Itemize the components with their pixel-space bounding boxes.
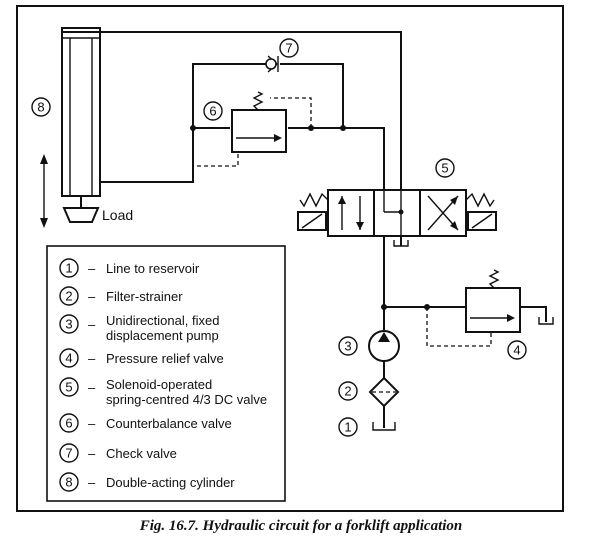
svg-text:7: 7: [65, 446, 72, 461]
svg-text:–: –: [88, 289, 96, 304]
svg-text:Pressure relief valve: Pressure relief valve: [106, 351, 224, 366]
svg-text:3: 3: [65, 317, 72, 332]
callout-number-5: 5: [441, 161, 448, 176]
line-cylinder-cap: [62, 31, 402, 190]
line-counterbalance-out: [288, 127, 385, 190]
svg-text:displacement pump: displacement pump: [106, 328, 219, 343]
legend: 1 – Line to reservoir 2 – Filter-straine…: [46, 245, 286, 502]
check-bypass-right: [280, 63, 344, 128]
svg-text:5: 5: [65, 380, 72, 395]
legend-item: 3 – Unidirectional, fixed displacement p…: [59, 313, 219, 343]
motion-arrow-icon: [40, 154, 48, 228]
svg-text:Filter-strainer: Filter-strainer: [106, 289, 183, 304]
check-valve: [260, 55, 279, 73]
svg-text:–: –: [88, 351, 96, 366]
svg-text:–: –: [88, 475, 96, 490]
diagram-frame: [16, 5, 564, 512]
check-bypass-left: [192, 63, 260, 128]
fixed-displacement-pump: [368, 330, 400, 378]
svg-text:Solenoid-operated: Solenoid-operated: [106, 377, 212, 392]
svg-text:6: 6: [65, 416, 72, 431]
svg-text:–: –: [88, 416, 96, 431]
callout-circle-4: [507, 340, 527, 360]
callout-number-8: 8: [37, 100, 44, 115]
counterbalance-valve: [192, 91, 312, 167]
svg-text:Double-acting cylinder: Double-acting cylinder: [106, 475, 235, 490]
callout-circle-8: [31, 97, 51, 117]
double-acting-cylinder: [40, 27, 101, 228]
callout-circle-7: [279, 38, 299, 58]
callout-circle-3: [338, 336, 358, 356]
legend-item: 5 – Solenoid-operated spring-centred 4/3…: [59, 377, 267, 407]
callout-number-7: 7: [285, 41, 292, 56]
svg-text:–: –: [88, 261, 96, 276]
figure-caption: Fig. 16.7. Hydraulic circuit for a forkl…: [139, 518, 463, 534]
legend-item: 4 – Pressure relief valve: [59, 348, 224, 368]
filter-strainer: [368, 376, 400, 428]
callout-circle-2: [338, 381, 358, 401]
svg-text:2: 2: [65, 289, 72, 304]
svg-text:Counterbalance valve: Counterbalance valve: [106, 416, 232, 431]
svg-text:1: 1: [65, 261, 72, 276]
callout-number-3: 3: [344, 339, 351, 354]
legend-item: 6 – Counterbalance valve: [59, 413, 232, 433]
reservoir-tank: [372, 422, 396, 431]
svg-text:8: 8: [65, 475, 72, 490]
legend-item: 2 – Filter-strainer: [59, 286, 183, 306]
solenoid-dc-valve: [297, 189, 497, 247]
callout-number-2: 2: [344, 384, 351, 399]
callout-circle-6: [203, 101, 223, 121]
callout-circle-5: [435, 158, 455, 178]
svg-text:–: –: [88, 380, 96, 395]
callout-number-6: 6: [209, 104, 216, 119]
pressure-relief-valve: [426, 269, 554, 347]
svg-text:4: 4: [65, 351, 72, 366]
legend-item: 8 – Double-acting cylinder: [59, 472, 235, 492]
svg-text:–: –: [88, 317, 96, 332]
legend-item: 1 – Line to reservoir: [59, 258, 200, 278]
svg-text:–: –: [88, 446, 96, 461]
svg-text:Line to reservoir: Line to reservoir: [106, 261, 200, 276]
svg-text:Check valve: Check valve: [106, 446, 177, 461]
callout-number-1: 1: [344, 420, 351, 435]
legend-item: 7 – Check valve: [59, 443, 177, 463]
load-label: Load: [102, 207, 133, 223]
callout-number-4: 4: [513, 343, 520, 358]
load-weight: [62, 207, 100, 223]
svg-text:spring-centred 4/3 DC valve: spring-centred 4/3 DC valve: [106, 392, 267, 407]
callout-circle-1: [338, 417, 358, 437]
line-cylinder-rod: [100, 127, 230, 183]
svg-text:Unidirectional, fixed: Unidirectional, fixed: [106, 313, 219, 328]
